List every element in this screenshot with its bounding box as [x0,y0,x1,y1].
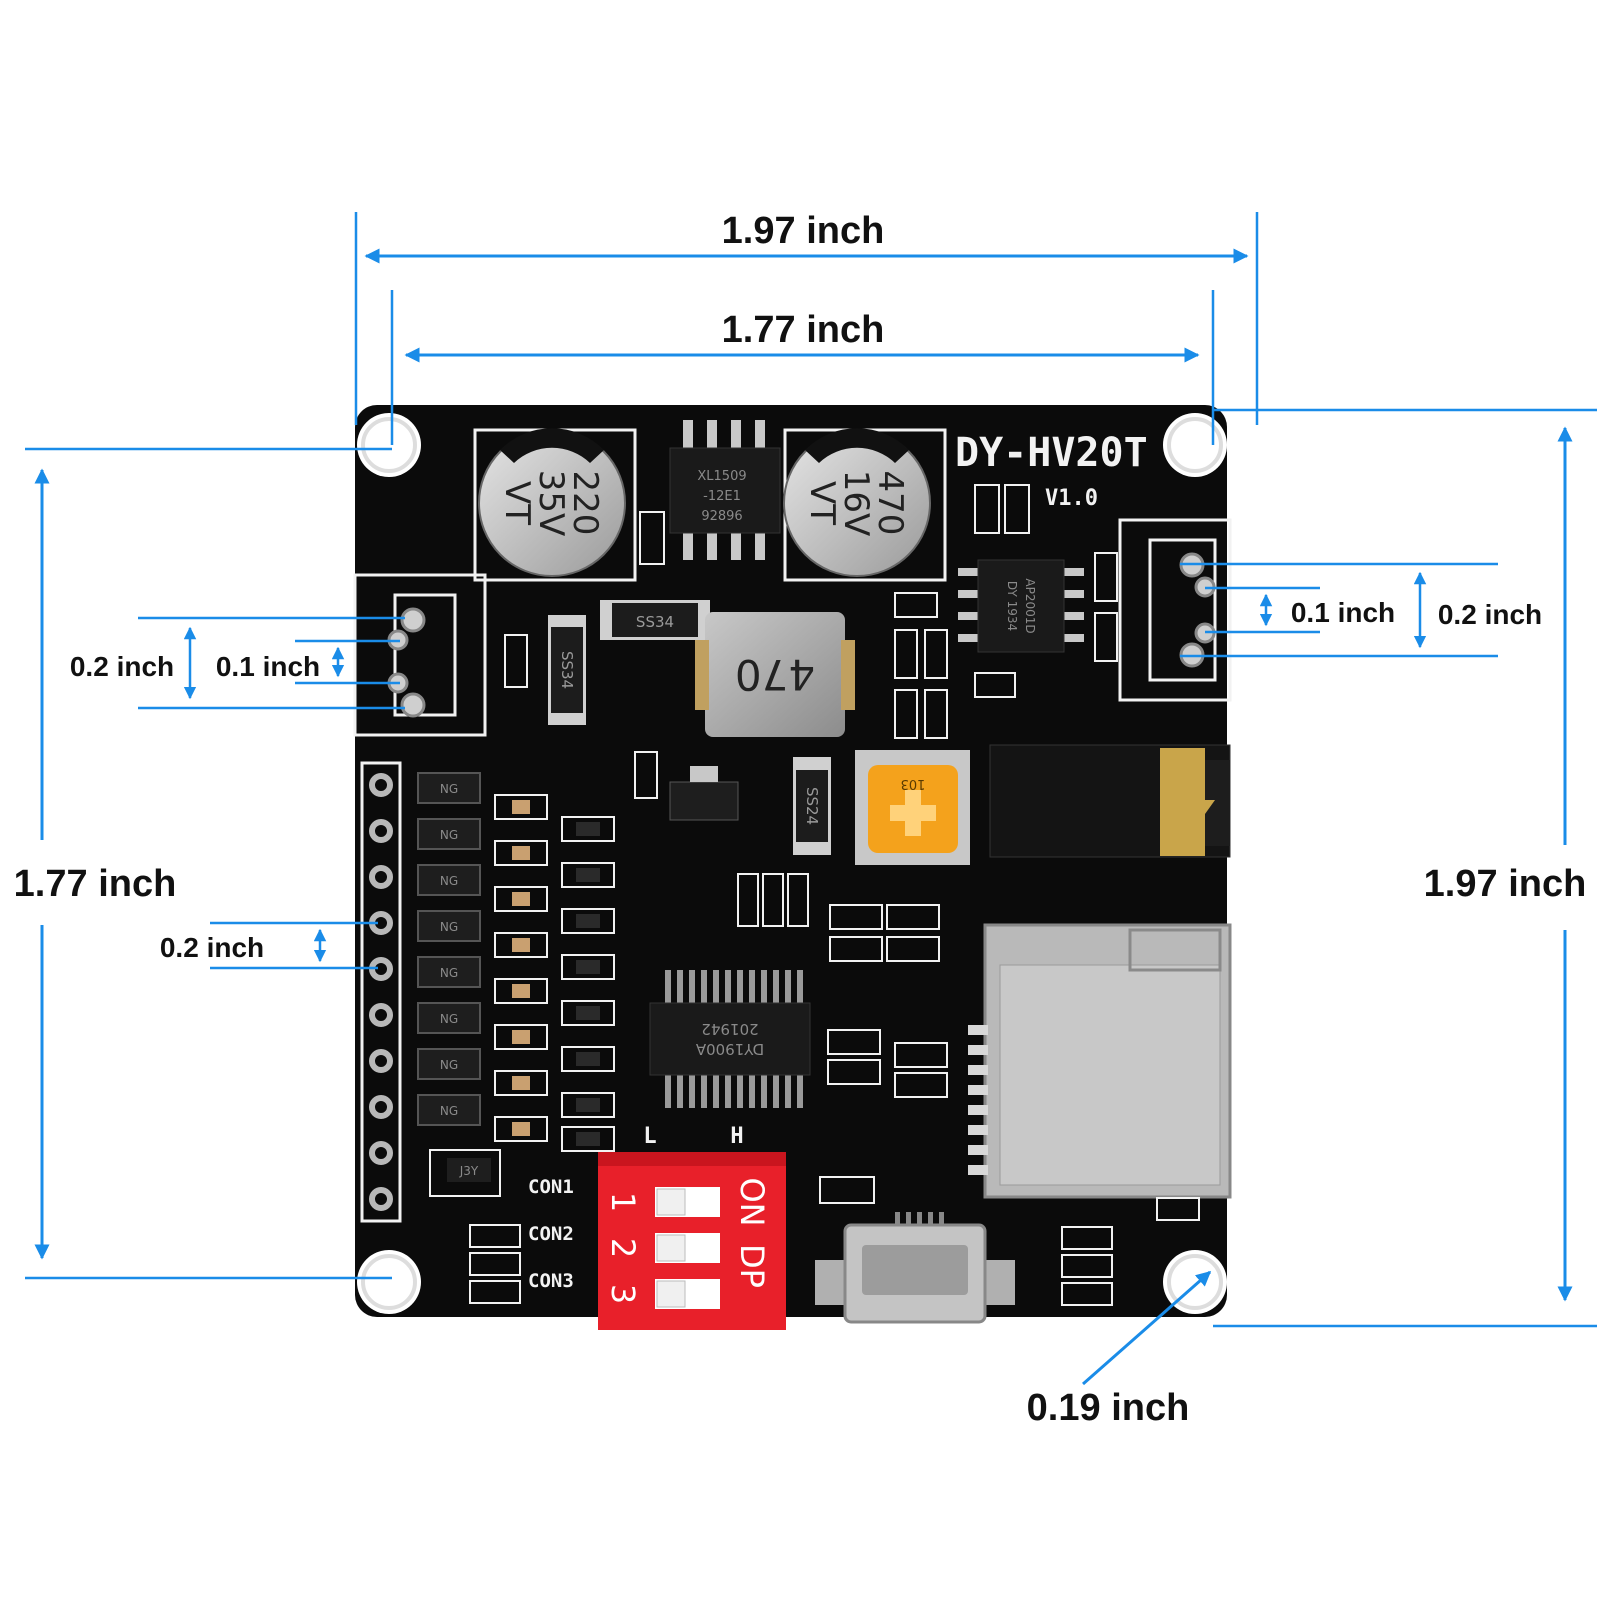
cap-right-voltage: 16V [836,470,876,537]
capacitor-right: 470 16V VT [783,428,947,582]
smd-components [494,794,615,1152]
right-terminal-span-label: 0.2 inch [1438,599,1542,630]
transistor-label-3: NG [440,874,458,888]
capacitor-left: 220 35V VT [473,428,637,582]
amp-chip-line-1: AP2001D [1023,578,1037,633]
inductor: 470 [695,612,855,737]
cap-right-brand: VT [802,481,842,525]
hole-spacing-height-label: 1.77 inch [14,863,177,905]
transistor-label-6: NG [440,1012,458,1026]
left-speaker-terminal [353,573,487,737]
j3y-label: J3Y [459,1164,479,1178]
left-terminal-span-label: 0.2 inch [70,651,174,682]
con2-label: CON2 [528,1223,574,1245]
cap-right-value: 470 [870,471,910,536]
amplifier-chip: AP2001D DY 1934 [958,559,1084,653]
dimension-labels: 1.97 inch 1.77 inch 1.77 inch 1.97 inch … [14,210,1587,1429]
cap-left-voltage: 35V [531,470,571,537]
pin-header [360,761,402,1223]
transistor-column: NG NG NG NG NG NG NG NG [417,772,481,1126]
potentiometer: 103 [855,750,970,865]
diode-vertical: SS34 [548,615,586,725]
con3-label: CON3 [528,1270,574,1292]
pcb-board: DY-HV20T V1.0 220 35V VT XL1509 -12E1 92… [353,405,1232,1330]
amp-chip-line-2: DY 1934 [1005,581,1019,631]
cap-left-brand: VT [497,481,537,525]
dip-switch: L H 1 2 3 ON DP [598,1124,786,1330]
header-pitch-label: 0.2 inch [160,932,264,963]
right-terminal-pitch-label: 0.1 inch [1291,597,1395,628]
overall-width-label: 1.97 inch [722,210,885,252]
dip-h-label: H [730,1124,743,1149]
sd-card-slot [968,923,1232,1199]
diode-horizontal: SS34 [600,600,710,640]
dip-on-label: ON [733,1177,771,1226]
dip-number-2: 2 [604,1238,642,1258]
regulator-line-2: -12E1 [703,489,741,504]
main-chip-line-2: 201942 [701,1020,758,1038]
audio-jack [989,744,1231,858]
micro-usb-port [815,1212,1015,1324]
dip-dp-label: DP [733,1244,771,1288]
dip-number-3: 3 [604,1284,642,1304]
con1-label: CON1 [528,1176,574,1198]
diode-1-label: SS34 [636,613,674,631]
dip-number-1: 1 [604,1192,642,1212]
dip-l-label: L [643,1124,656,1149]
pot-marking: 103 [901,776,926,791]
transistor-label-8: NG [440,1104,458,1118]
main-chip-line-1: DY1900A [695,1040,764,1058]
cap-left-value: 220 [565,471,605,536]
transistor-label-4: NG [440,920,458,934]
diode-ss24: SS24 [793,757,831,855]
transistor-label-1: NG [440,782,458,796]
board-model-label: DY-HV20T [955,430,1148,476]
transistor-label-5: NG [440,966,458,980]
transistor-label-7: NG [440,1058,458,1072]
transistor-label-2: NG [440,828,458,842]
left-terminal-pitch-label: 0.1 inch [216,651,320,682]
right-power-terminal [1118,518,1232,702]
smd-right-cluster [504,484,1200,1306]
diode-3-label: SS24 [803,787,821,825]
hole-spacing-width-label: 1.77 inch [722,309,885,351]
small-regulator [669,766,739,821]
overall-height-label: 1.97 inch [1424,863,1587,905]
regulator-line-3: 92896 [701,509,742,524]
regulator-chip: XL1509 -12E1 92896 [669,420,781,560]
regulator-line-1: XL1509 [697,469,746,484]
inductor-label: 470 [735,650,815,699]
hole-diameter-label: 0.19 inch [1027,1387,1190,1429]
j3y-transistor: J3Y [429,1149,501,1197]
con-labels: CON1 CON2 CON3 [469,1176,574,1304]
main-chip: DY1900A 201942 [649,970,811,1108]
board-version-label: V1.0 [1045,486,1098,511]
diode-2-label: SS34 [558,651,576,689]
dimension-annotations [25,212,1597,1386]
